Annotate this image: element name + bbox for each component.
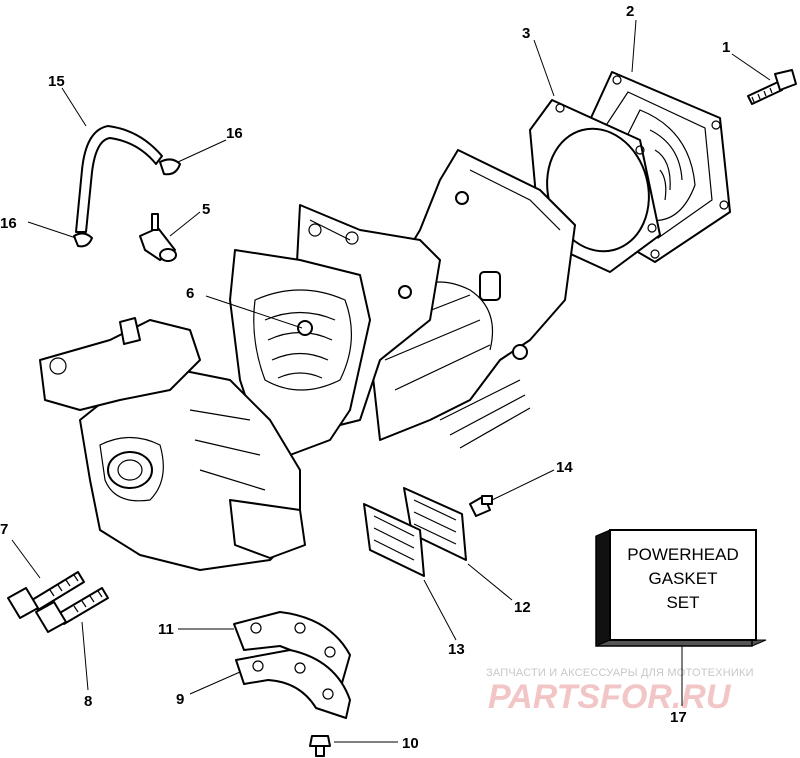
part-17-gasket-set-box: POWERHEAD GASKET SET xyxy=(595,529,767,647)
part-16-clamp-lower xyxy=(73,232,93,248)
callout-1: 1 xyxy=(722,39,730,56)
part-14-fitting xyxy=(469,495,493,517)
callout-13: 13 xyxy=(448,641,465,658)
part-13-reed-plate xyxy=(363,503,425,577)
powerhead-block xyxy=(39,149,576,571)
part-16-clamp-upper xyxy=(159,158,181,176)
callout-2: 2 xyxy=(626,3,634,20)
watermark-brand: PARTSFOR.RU xyxy=(488,678,732,716)
watermark: ЗАПЧАСТИ И АКСЕССУАРЫ ДЛЯ МОТОТЕХНИКИ PA… xyxy=(486,667,754,716)
kit-box-line3: SET xyxy=(666,593,699,612)
part-12-reed-plate xyxy=(403,487,467,561)
part-7-bolt xyxy=(7,571,85,619)
watermark-tagline: ЗАПЧАСТИ И АКСЕССУАРЫ ДЛЯ МОТОТЕХНИКИ xyxy=(486,667,754,679)
callout-12: 12 xyxy=(514,599,531,616)
callout-10: 10 xyxy=(402,735,419,752)
part-5-fitting xyxy=(139,213,177,262)
callout-7: 7 xyxy=(0,521,8,538)
callout-9: 9 xyxy=(176,691,184,708)
callout-6: 6 xyxy=(186,285,194,302)
kit-box-line2: GASKET xyxy=(649,569,718,588)
callout-11: 11 xyxy=(158,621,174,638)
kit-box-line1: POWERHEAD xyxy=(627,545,738,564)
callout-15: 15 xyxy=(48,73,65,90)
part-9-plate xyxy=(235,649,351,719)
part-15-hose xyxy=(75,125,163,233)
part-1-bolt xyxy=(747,69,797,105)
callout-17: 17 xyxy=(670,709,687,726)
part-3-gasket xyxy=(529,99,661,273)
callout-14: 14 xyxy=(556,459,573,476)
callout-5: 5 xyxy=(202,201,210,218)
callout-labels: 1 2 3 5 6 7 8 9 10 11 12 13 14 15 16 16 … xyxy=(0,3,730,752)
callout-16-lower: 16 xyxy=(0,215,17,232)
leader-lines xyxy=(11,19,771,743)
callout-8: 8 xyxy=(84,693,92,710)
callout-3: 3 xyxy=(522,25,530,42)
part-8-bolt xyxy=(35,587,109,633)
callout-16-upper: 16 xyxy=(226,125,243,142)
part-10-screw xyxy=(309,735,331,757)
